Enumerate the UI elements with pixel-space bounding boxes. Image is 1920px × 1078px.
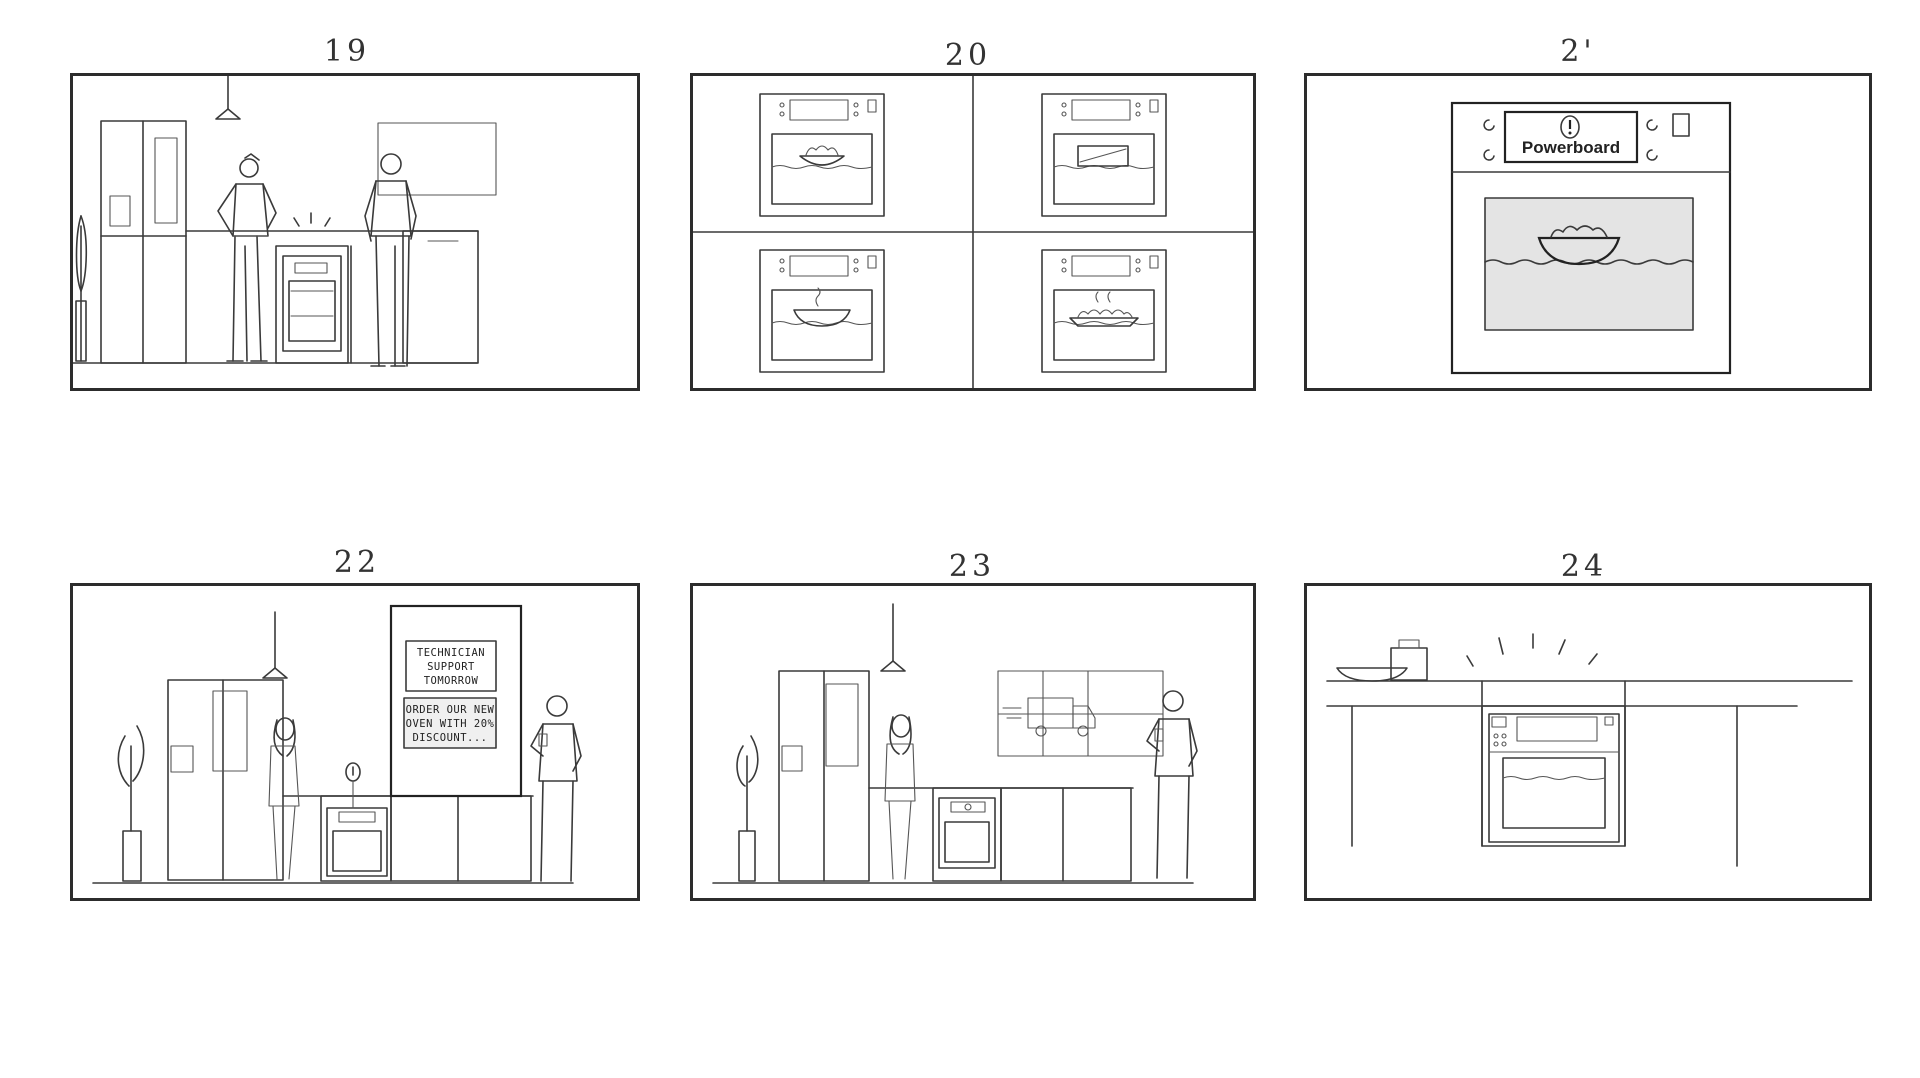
panel-22-frame: TECHNICIAN SUPPORT TOMORROW ORDER OUR NE… xyxy=(70,583,640,901)
cabinet-lines xyxy=(1351,680,1738,867)
oven-icon xyxy=(282,255,342,352)
panel-number-24: 24 xyxy=(1560,549,1608,584)
panel-21-oven-closeup: Powerboard xyxy=(1450,101,1732,375)
oven-control-knobs xyxy=(1483,113,1690,161)
kitchen-counter xyxy=(712,787,1194,884)
kitchen-counter xyxy=(73,122,497,364)
note-1-line-2: SUPPORT xyxy=(427,661,475,673)
fridge-icon xyxy=(778,670,870,882)
panel-21-frame: Powerboard xyxy=(1304,73,1872,391)
fridge-icon xyxy=(167,679,284,881)
jar-icon xyxy=(1390,639,1428,681)
oven-tile-roast xyxy=(1041,249,1167,373)
panel-24-oven-counter xyxy=(1326,633,1853,867)
alert-rays-icon xyxy=(1466,633,1598,667)
panel-number-22: 22 xyxy=(333,545,381,580)
pendant-lamp-icon xyxy=(262,611,288,679)
panel-24-frame xyxy=(1304,583,1872,901)
display-label: Powerboard xyxy=(1522,138,1620,157)
warning-bubble-icon xyxy=(345,762,361,809)
note-2-line-1: ORDER OUR NEW xyxy=(406,704,495,716)
bowl-icon xyxy=(1537,225,1621,266)
panel-23-kitchen-scene xyxy=(712,603,1198,884)
oven-tile-bowl xyxy=(759,93,885,217)
woman-figure xyxy=(884,714,916,880)
oven-icon xyxy=(326,807,388,877)
plant-icon xyxy=(736,735,759,882)
delivery-truck-projection xyxy=(997,670,1164,757)
panel-number-19: 19 xyxy=(323,34,371,69)
panel-number-21: 2' xyxy=(1560,34,1596,69)
panel-19-kitchen-scene xyxy=(73,76,497,367)
pendant-lamp-icon xyxy=(880,603,906,672)
oven-tile-tray xyxy=(1041,93,1167,217)
note-1-line-3: TOMORROW xyxy=(424,675,479,687)
note-1-line-1: TECHNICIAN xyxy=(417,647,485,659)
man-figure-left xyxy=(217,153,277,362)
bowl-icon xyxy=(1336,667,1408,682)
woman-figure xyxy=(268,717,300,880)
plant-icon xyxy=(75,215,88,362)
panel-number-23: 23 xyxy=(948,549,996,584)
alert-rays-icon xyxy=(293,212,331,227)
fridge-icon xyxy=(100,120,187,364)
oven-icon xyxy=(1481,705,1626,847)
oven-icon xyxy=(938,797,996,869)
panel-22-kitchen-scene: TECHNICIAN SUPPORT TOMORROW ORDER OUR NE… xyxy=(92,604,582,884)
warning-icon xyxy=(1560,115,1580,139)
note-2-line-2: OVEN WITH 20% xyxy=(406,718,495,730)
notification-panel: TECHNICIAN SUPPORT TOMORROW ORDER OUR NE… xyxy=(389,604,523,798)
oven-tile-steam-bowl xyxy=(759,249,885,373)
plant-icon xyxy=(117,725,145,882)
man-figure-right xyxy=(364,153,417,367)
panel-20-oven-grid xyxy=(693,76,1253,388)
note-2-line-3: DISCOUNT... xyxy=(412,732,487,744)
panel-number-20: 20 xyxy=(944,38,992,73)
panel-19-frame xyxy=(70,73,640,391)
man-with-phone-figure xyxy=(530,695,582,882)
panel-20-frame xyxy=(690,73,1256,391)
panel-23-frame xyxy=(690,583,1256,901)
pendant-lamp-icon xyxy=(215,76,241,120)
man-with-phone-figure xyxy=(1146,690,1198,879)
